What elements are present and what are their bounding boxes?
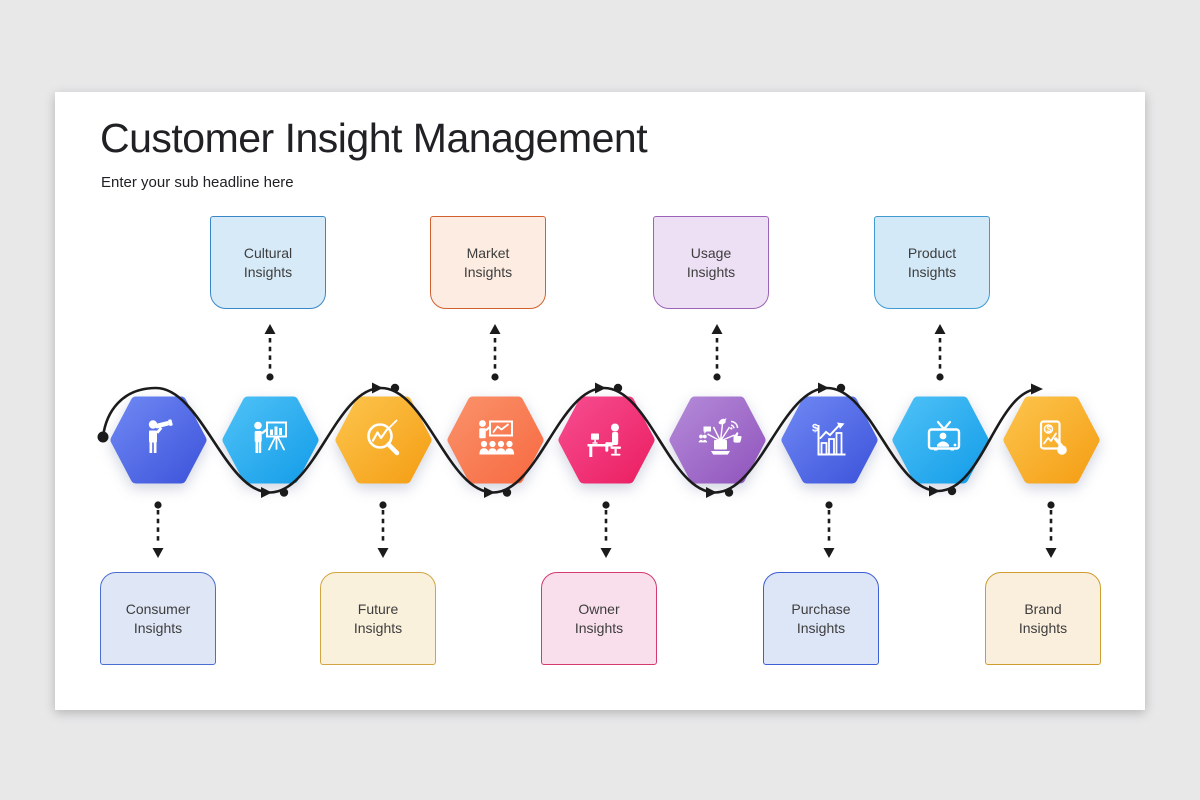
top-box-cultural-insights[interactable]: Cultural Insights [210,216,326,309]
box-label: Cultural Insights [243,245,293,280]
hexagon-5[interactable] [558,396,655,484]
tablet-touch-icon: $ [1041,422,1067,455]
box-label: Purchase Insights [791,601,851,636]
top-box-product-insights[interactable]: Product Insights [874,216,990,309]
box-label: Brand Insights [1018,601,1068,636]
hexagon-3[interactable] [335,396,432,484]
top-box-market-insights[interactable]: Market Insights [430,216,546,309]
box-label: Usage Insights [686,245,736,280]
bottom-box-owner-insights[interactable]: Owner Insights [541,572,657,665]
box-label: Product Insights [907,245,957,280]
svg-text:$: $ [1046,424,1051,434]
bottom-box-consumer-insights[interactable]: Consumer Insights [100,572,216,665]
box-label: Owner Insights [574,601,624,636]
bottom-box-future-insights[interactable]: Future Insights [320,572,436,665]
svg-text:$: $ [812,423,818,435]
hexagon-7[interactable]: $ [781,396,878,484]
box-label: Consumer Insights [125,601,191,636]
hexagon-4[interactable] [447,396,544,484]
hexagon-9[interactable]: $ [1003,396,1100,484]
hexagon-8[interactable] [892,396,989,484]
hexagon-1[interactable] [110,396,207,484]
slide-title[interactable]: Customer Insight Management [100,115,648,161]
bottom-box-brand-insights[interactable]: Brand Insights [985,572,1101,665]
slide-subtitle[interactable]: Enter your sub headline here [101,174,294,191]
bottom-box-purchase-insights[interactable]: Purchase Insights [763,572,879,665]
box-label: Future Insights [353,601,403,636]
hexagon-6[interactable] [669,396,766,484]
hexagon-2[interactable] [222,396,319,484]
box-label: Market Insights [463,245,513,280]
top-box-usage-insights[interactable]: Usage Insights [653,216,769,309]
